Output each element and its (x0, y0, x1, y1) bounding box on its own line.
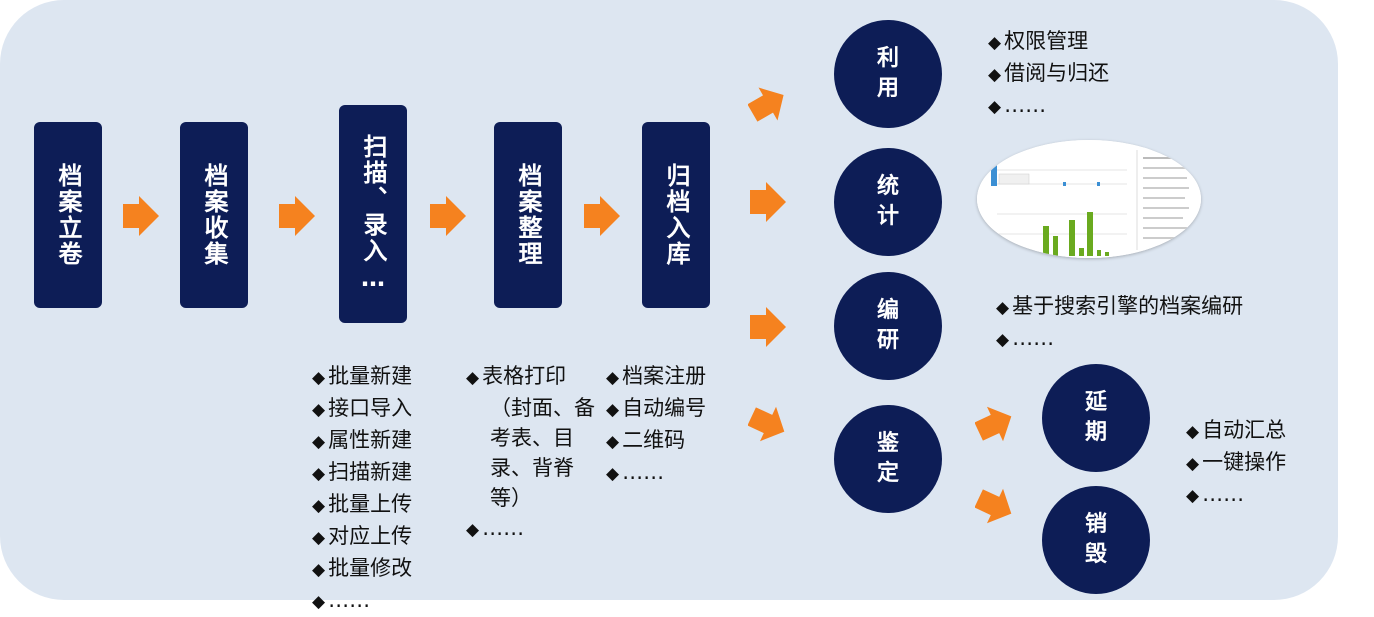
list-item: …… (988, 90, 1109, 122)
node-label: 销毁 (1084, 512, 1107, 567)
arrow-icon (123, 196, 159, 236)
list-item: 批量修改 (312, 553, 412, 585)
node-label: 统计 (876, 174, 899, 229)
list-item: 批量上传 (312, 489, 412, 521)
list-item: …… (606, 457, 706, 489)
arrow-icon (748, 406, 785, 442)
use-features-list: 权限管理 借阅与归还 …… (988, 26, 1109, 122)
stage-label: 归档入库 (662, 163, 690, 267)
arrow-icon (750, 307, 786, 347)
list-item: 档案注册 (606, 361, 706, 393)
arrow-icon (975, 406, 1012, 442)
list-item: 批量新建 (312, 361, 412, 393)
list-item: …… (996, 323, 1243, 355)
archive-features-list: 档案注册 自动编号 二维码 …… (606, 361, 706, 489)
node-research[interactable]: 编研 (834, 272, 942, 380)
list-item: …… (312, 585, 412, 617)
list-item: 二维码 (606, 425, 706, 457)
list-item: 基于搜索引擎的档案编研 (996, 291, 1243, 323)
organize-features-list: 表格打印 （封面、备考表、目录、背脊等） …… (466, 361, 596, 545)
list-item-note: （封面、备考表、目录、背脊等） (490, 396, 595, 510)
list-item: 表格打印 (466, 361, 596, 393)
list-item: 自动汇总 (1186, 415, 1286, 447)
stage-archive[interactable]: 归档入库 (642, 122, 710, 308)
list-item: …… (466, 513, 596, 545)
stage-file-volume[interactable]: 档案立卷 (34, 122, 102, 308)
list-item: 接口导入 (312, 393, 412, 425)
list-item: 借阅与归还 (988, 58, 1109, 90)
stage-collect[interactable]: 档案收集 (180, 122, 248, 308)
arrow-icon (748, 87, 784, 122)
node-label: 利用 (876, 46, 899, 101)
statistics-chart-thumbnail (977, 140, 1201, 258)
list-item: 对应上传 (312, 521, 412, 553)
scan-features-list: 批量新建 接口导入 属性新建 扫描新建 批量上传 对应上传 批量修改 …… (312, 361, 412, 617)
node-destroy[interactable]: 销毁 (1042, 486, 1150, 594)
extend-features-list: 自动汇总 一键操作 …… (1186, 415, 1286, 511)
node-label: 编研 (876, 298, 899, 353)
node-extend[interactable]: 延期 (1042, 364, 1150, 472)
node-label: 鉴定 (876, 431, 899, 486)
stage-scan-entry[interactable]: 扫描、录入… (339, 105, 407, 323)
stage-label: 档案收集 (200, 163, 228, 267)
node-appraisal[interactable]: 鉴定 (834, 405, 942, 513)
stage-organize[interactable]: 档案整理 (494, 122, 562, 308)
arrow-icon (279, 196, 315, 236)
stage-label: 档案整理 (514, 163, 542, 267)
research-features-list: 基于搜索引擎的档案编研 …… (996, 291, 1243, 355)
stage-label: 扫描、录入… (359, 134, 387, 294)
list-item: 权限管理 (988, 26, 1109, 58)
arrow-icon (750, 182, 786, 222)
node-label: 延期 (1084, 390, 1107, 445)
node-use[interactable]: 利用 (834, 20, 942, 128)
list-item: 扫描新建 (312, 457, 412, 489)
list-item: 一键操作 (1186, 447, 1286, 479)
arrow-icon (975, 488, 1012, 524)
list-item: …… (1186, 479, 1286, 511)
stage-label: 档案立卷 (54, 163, 82, 267)
list-item: 自动编号 (606, 393, 706, 425)
arrow-icon (584, 196, 620, 236)
list-item: 属性新建 (312, 425, 412, 457)
node-statistics[interactable]: 统计 (834, 148, 942, 256)
arrow-icon (430, 196, 466, 236)
